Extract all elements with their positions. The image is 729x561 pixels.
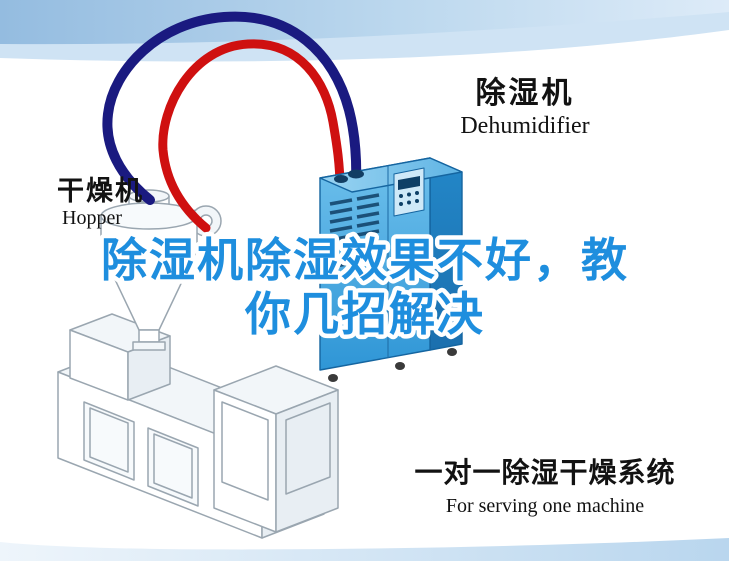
dehumidifier-buttons (399, 191, 419, 206)
top-banner (0, 0, 729, 62)
bottom-banner (0, 538, 729, 561)
dehumidifier-label-zh: 除湿机 (476, 76, 575, 110)
extruder-cabinet-side (275, 389, 339, 533)
extruder-cabinet-front-panel (221, 401, 269, 501)
caption-zh: 一对一除湿干燥系统 (414, 456, 675, 488)
dehumidifier-wheel-1 (328, 374, 338, 382)
hopper-flange (132, 341, 166, 351)
bottom-banner-wave (0, 538, 729, 561)
hose-red (158, 39, 345, 233)
dehumidifier-label-en: Dehumidifier (460, 113, 589, 139)
main-title-line2: 你几招解决 (244, 288, 485, 340)
hopper-illustration (100, 189, 222, 351)
top-banner-wave-dark (0, 0, 729, 45)
extruder-cabinet-side-panel (285, 402, 331, 495)
caption-en: For serving one machine (446, 495, 644, 517)
hopper-label-en: Hopper (62, 207, 122, 229)
extruder-door-1-inner (89, 407, 129, 473)
main-title-line1: 除湿机除湿效果不好，教 (101, 234, 629, 286)
hopper-label-zh: 干燥机 (57, 176, 144, 206)
extruder-door-1 (83, 401, 135, 481)
dehumidifier-display (398, 176, 420, 190)
extruder-illustration (57, 313, 339, 539)
hose-navy (102, 11, 362, 205)
dehumidifier-wheel-2 (395, 362, 405, 370)
dehumidifier-port-navy (348, 169, 364, 179)
dehumidifier-port-red (334, 175, 348, 183)
dehumidifier-vent-grille (329, 193, 380, 269)
dehumidifier-top-face (319, 157, 463, 193)
dehumidifier-illustration (319, 157, 463, 382)
dehumidifier-wheel-3 (447, 348, 457, 356)
extruder-door-2 (147, 427, 199, 507)
hopper-neck (138, 329, 160, 343)
extruder-door-2-inner (153, 433, 193, 499)
dehumidifier-control-panel (393, 167, 425, 217)
